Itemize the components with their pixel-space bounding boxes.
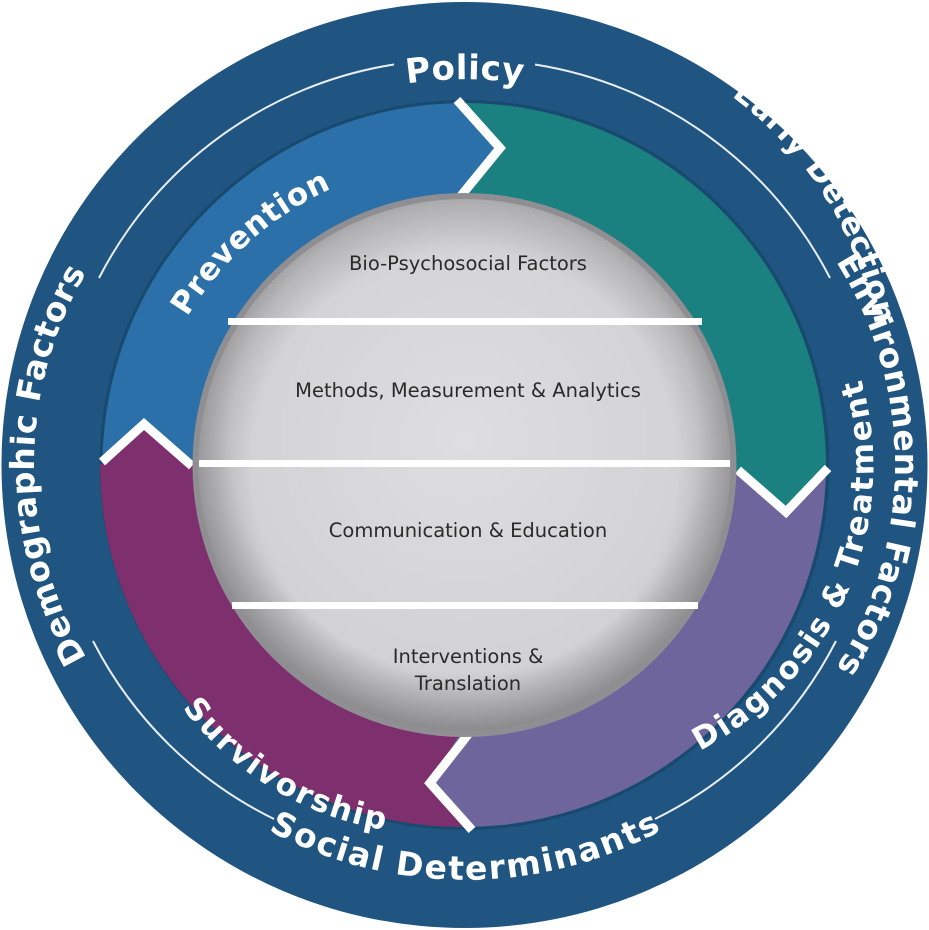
- survivorship-arrow: [100, 428, 464, 828]
- outer-label-policy: Policy: [403, 48, 527, 92]
- prevention-arrow: [100, 103, 499, 465]
- core-band-communication: Communication & Education: [329, 519, 607, 542]
- core-dividers: [199, 318, 730, 609]
- outer-ring-guide-lines: [92, 63, 837, 820]
- core-band-interventions-line1: Interventions &: [393, 645, 544, 668]
- arrow-separators: [98, 96, 832, 833]
- core-band-interventions-line2: Translation: [414, 672, 521, 695]
- diagnosis-treatment-arrow: [430, 465, 826, 827]
- core-band-methods: Methods, Measurement & Analytics: [295, 379, 641, 402]
- early-detection-arrow: [464, 103, 826, 510]
- core-band-bio-psychosocial: Bio-Psychosocial Factors: [349, 252, 587, 275]
